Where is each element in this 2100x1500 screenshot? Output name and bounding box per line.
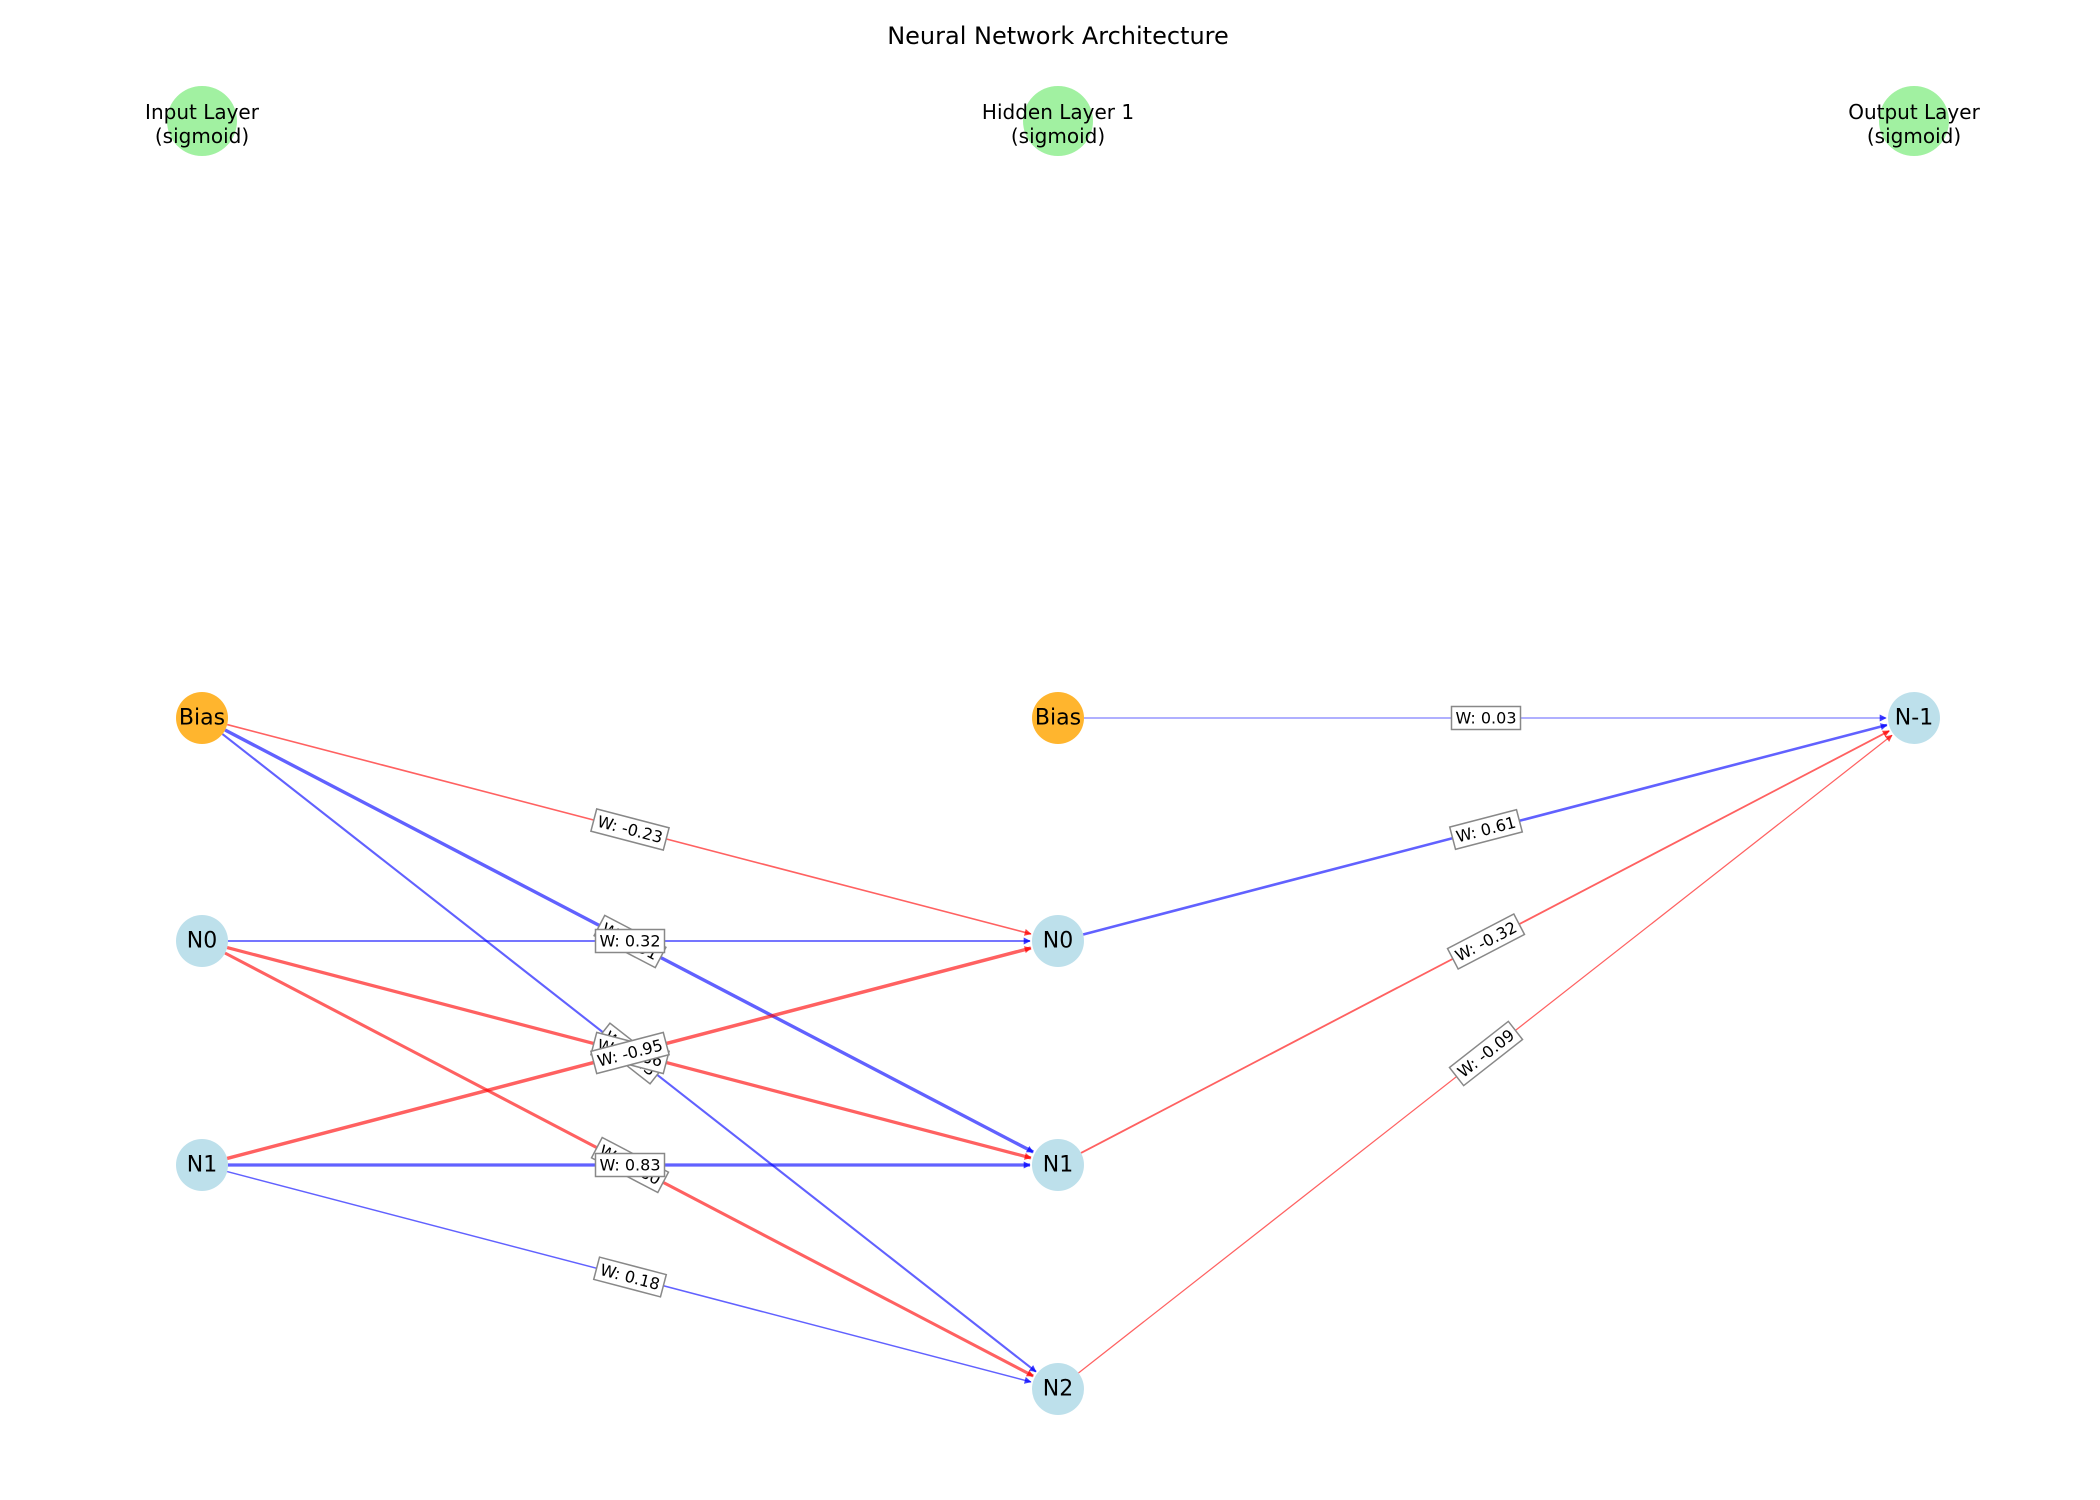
node-label: Bias <box>1035 706 1081 731</box>
weight-label-box <box>1450 705 1522 731</box>
neuron-node <box>1888 692 1940 744</box>
layer-activation: (sigmoid) <box>1011 124 1105 148</box>
node-label: N0 <box>187 929 217 954</box>
weight-label-box <box>1446 912 1526 971</box>
weight-label: W: -0.23 <box>589 808 671 851</box>
weight-label: W: 0.03 <box>1450 705 1522 731</box>
node-label: N-1 <box>1895 706 1933 731</box>
node-label: N1 <box>187 1153 217 1178</box>
weight-label-text: W: 0.03 <box>1456 709 1517 728</box>
weight-label-box <box>589 1031 671 1075</box>
weight-label: W: 0.32 <box>594 928 666 954</box>
weight-label: W: 0.83 <box>594 1152 666 1178</box>
weight-label-text: W: 0.32 <box>600 932 661 951</box>
layer-marker <box>1879 86 1949 156</box>
layer-marker <box>167 86 237 156</box>
weight-label-box <box>592 1256 668 1298</box>
weight-labels: W: -0.23W: 0.91W: 0.43W: 0.32W: -0.86W: … <box>589 705 1526 1298</box>
layer-name: Output Layer <box>1848 100 1980 124</box>
neuron-node <box>1032 915 1084 967</box>
connections <box>221 714 1893 1384</box>
neuron-node <box>176 1139 228 1191</box>
weight-label-box <box>1448 808 1524 851</box>
layer-marker <box>1023 86 1093 156</box>
weight-label: W: 0.61 <box>1448 808 1524 851</box>
layer-name: Input Layer <box>145 100 260 124</box>
bias-node <box>1032 692 1084 744</box>
weight-label-box <box>594 1152 666 1178</box>
node-label: N0 <box>1043 929 1073 954</box>
weight-label-box <box>1448 1020 1524 1087</box>
diagram-title: Neural Network Architecture <box>887 22 1229 50</box>
layer-activation: (sigmoid) <box>155 124 249 148</box>
weight-label-box <box>589 808 671 851</box>
weight-label-text: W: 0.83 <box>600 1156 661 1175</box>
neuron-node <box>1032 1139 1084 1191</box>
neuron-node <box>1032 1363 1084 1415</box>
layer-markers: Input Layer(sigmoid)Hidden Layer 1(sigmo… <box>145 86 1981 156</box>
weight-label: W: -0.09 <box>1448 1020 1524 1087</box>
node-label: Bias <box>179 706 225 731</box>
layer-activation: (sigmoid) <box>1867 124 1961 148</box>
weight-label-box <box>594 928 666 954</box>
neuron-node <box>176 915 228 967</box>
weight-label: W: -0.32 <box>1446 912 1526 971</box>
weight-label-text: W: -0.09 <box>1454 1025 1518 1081</box>
weight-label: W: 0.18 <box>592 1256 668 1298</box>
layer-name: Hidden Layer 1 <box>982 100 1134 124</box>
bias-node <box>176 692 228 744</box>
node-label: N1 <box>1043 1153 1073 1178</box>
node-label: N2 <box>1043 1377 1073 1402</box>
